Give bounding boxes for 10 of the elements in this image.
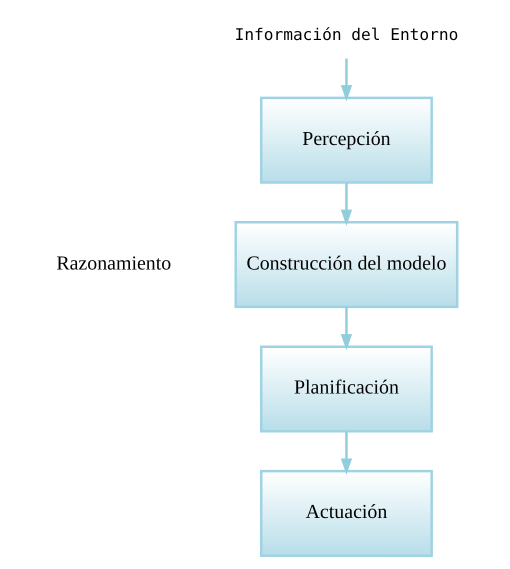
node-box: Percepción: [260, 96, 433, 184]
arrow: [340, 182, 352, 226]
node-text: Información del Entorno: [234, 24, 458, 44]
label: Razonamiento: [56, 252, 172, 274]
arrow: [340, 58, 352, 102]
node-box: Construcción del modelo: [234, 221, 458, 308]
arrow: [340, 307, 352, 350]
node-box: Planificación: [260, 345, 433, 433]
node-box: Actuación: [260, 470, 433, 557]
arrow: [340, 432, 352, 475]
